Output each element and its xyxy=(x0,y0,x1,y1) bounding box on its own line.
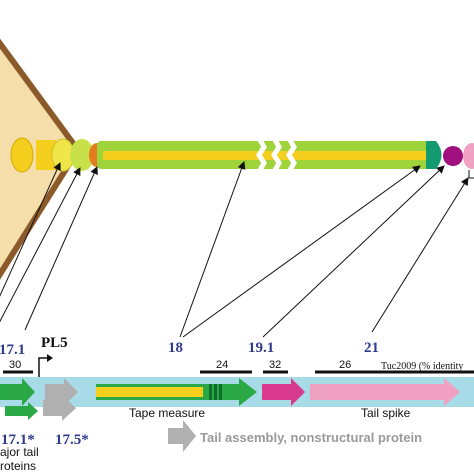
label-17-1-star: 17.1* xyxy=(1,432,35,448)
identity-26: 26 xyxy=(339,359,351,371)
promoter-arrowhead xyxy=(47,354,53,362)
gene-19-1-arrow xyxy=(262,378,305,406)
legend-gray-arrow-icon xyxy=(168,420,196,452)
portal-base xyxy=(10,137,34,173)
head-tail-joint xyxy=(70,139,94,171)
gene-17-5-star-arrow xyxy=(43,395,76,421)
tape-measure-label: Tape measure xyxy=(129,406,205,420)
portal-stem xyxy=(36,140,56,170)
identity-32: 32 xyxy=(269,359,281,371)
label-18: 18 xyxy=(168,340,183,356)
tail-tube-core xyxy=(103,151,430,160)
tuc2009-identity: Tuc2009 (% identity xyxy=(381,361,463,372)
label-17-1: 17.1 xyxy=(0,342,25,358)
promoter-pl5 xyxy=(38,357,48,378)
gene-17-1-arrow xyxy=(0,378,35,406)
major-tail-line1: ajor tail xyxy=(0,445,39,459)
gene-17-1-star-arrow xyxy=(5,402,38,420)
gene-17-5-arrow xyxy=(45,378,78,406)
identity-24: 24 xyxy=(216,359,228,371)
identity-30: 30 xyxy=(9,359,21,371)
major-tail-line2: roteins xyxy=(0,459,36,473)
tail-break-marks xyxy=(256,136,297,174)
tail-fiber xyxy=(463,143,474,169)
tail-tip-knob xyxy=(443,146,463,166)
pointer-lines xyxy=(0,161,469,338)
tail-spike-label: Tail spike xyxy=(361,406,411,420)
tail-spike-arrow xyxy=(310,378,460,406)
tail-tip-cap xyxy=(426,141,442,169)
tape-measure-core xyxy=(96,387,203,397)
label-17-5-star: 17.5* xyxy=(55,432,89,448)
label-pl5: PL5 xyxy=(41,335,68,351)
tape-measure-stripes xyxy=(209,384,222,400)
legend-tail-assembly: Tail assembly, nonstructural protein xyxy=(200,430,422,445)
label-21: 21 xyxy=(364,340,379,356)
label-19-1: 19.1 xyxy=(248,340,274,356)
